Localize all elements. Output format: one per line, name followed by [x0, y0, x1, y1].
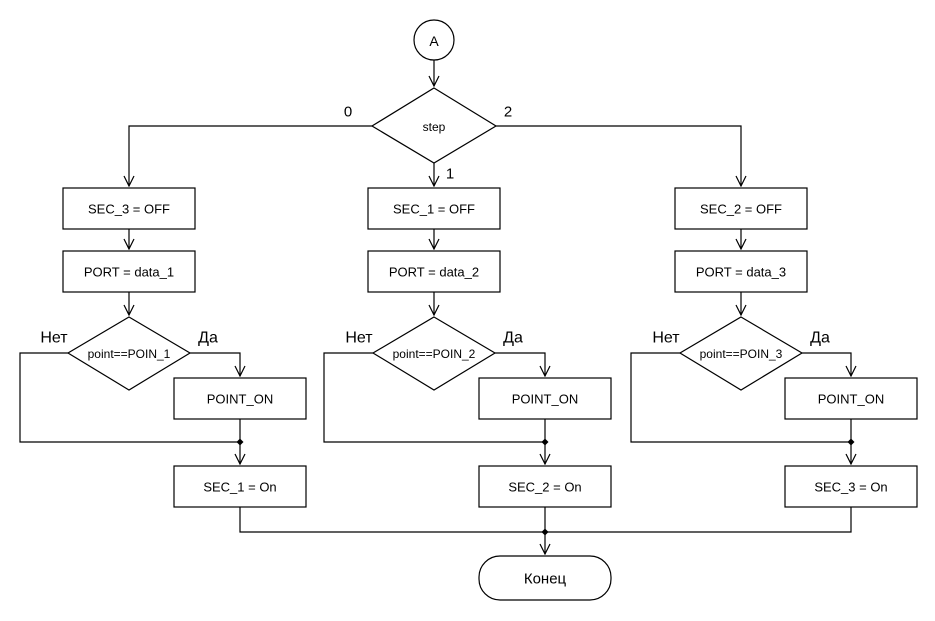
yes-label: Да	[810, 330, 830, 347]
port-box-label: PORT = data_1	[84, 265, 174, 280]
yes-edge	[495, 352, 545, 376]
on-box-label: SEC_2 = On	[508, 480, 581, 495]
yes-edge	[190, 352, 240, 376]
junction-dot	[236, 438, 244, 446]
point-on-label: POINT_ON	[207, 392, 273, 407]
column-2: SEC_1 = OFF PORT = data_2 point==POIN_2 …	[323, 187, 612, 554]
yes-label: Да	[198, 330, 218, 347]
connector-a: A	[413, 19, 455, 61]
end-terminator: Конец	[478, 555, 612, 601]
on-box-label: SEC_3 = On	[814, 480, 887, 495]
point-on-label: POINT_ON	[818, 392, 884, 407]
no-edge	[630, 352, 851, 443]
column-3: SEC_2 = OFF PORT = data_3 point==POIN_3 …	[545, 187, 918, 533]
no-label: Нет	[40, 330, 68, 347]
branch-label-0: 0	[344, 104, 352, 121]
step-decision: step	[370, 87, 498, 164]
decision-diamond	[678, 316, 804, 391]
port-box	[367, 250, 501, 293]
junction-dot	[847, 438, 855, 446]
decision-diamond	[371, 316, 497, 391]
on-box	[784, 465, 918, 508]
step-label: step	[423, 120, 446, 134]
yes-edge	[802, 352, 851, 376]
on-box	[478, 465, 612, 508]
junction-dot	[541, 438, 549, 446]
yes-label: Да	[503, 330, 523, 347]
decision-label: point==POIN_3	[700, 347, 783, 361]
on-box-label: SEC_1 = On	[203, 480, 276, 495]
on-box	[173, 465, 307, 508]
decision-diamond	[66, 316, 192, 391]
off-box-label: SEC_1 = OFF	[393, 202, 475, 217]
branch-label-1: 1	[446, 166, 454, 183]
off-box-label: SEC_2 = OFF	[700, 202, 782, 217]
no-label: Нет	[652, 330, 680, 347]
column-1: SEC_3 = OFF PORT = data_1 point==POIN_1 …	[19, 187, 545, 533]
end-label: Конец	[524, 571, 567, 588]
end-junction-dot	[541, 528, 549, 536]
branch-label-2: 2	[504, 104, 512, 121]
off-box	[367, 187, 501, 230]
connector-a-label: A	[429, 33, 439, 49]
end-terminator-shape	[478, 555, 612, 601]
edge-step-to-column-3	[496, 125, 741, 186]
no-edge	[323, 352, 545, 443]
no-label: Нет	[345, 330, 373, 347]
port-box-label: PORT = data_2	[389, 265, 479, 280]
port-box	[674, 250, 808, 293]
decision-label: point==POIN_2	[393, 347, 476, 361]
point-on-box	[173, 377, 307, 420]
point-on-box	[478, 377, 612, 420]
edge-on-to-end-rail	[239, 507, 545, 533]
point-on-label: POINT_ON	[512, 392, 578, 407]
edge-step-to-column-1	[129, 125, 372, 186]
point-on-box	[784, 377, 918, 420]
off-box-label: SEC_3 = OFF	[88, 202, 170, 217]
decision-label: point==POIN_1	[88, 347, 171, 361]
port-box	[62, 250, 196, 293]
off-box	[674, 187, 808, 230]
port-box-label: PORT = data_3	[696, 265, 786, 280]
no-edge	[19, 352, 240, 443]
edge-on-to-end-rail	[545, 507, 852, 533]
